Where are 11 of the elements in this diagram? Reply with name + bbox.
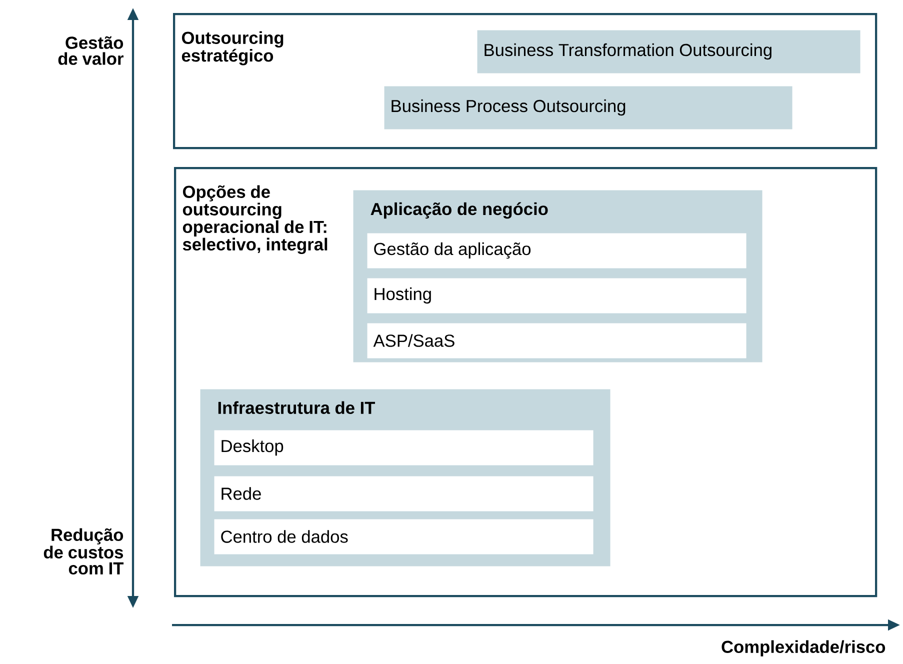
item-box: Rede [214, 476, 594, 512]
process-box: Business Process Outsourcing [384, 86, 792, 130]
item-box: Hosting [367, 278, 746, 314]
item-box: Gestão da aplicação [367, 233, 746, 268]
item-box: ASP/SaaS [367, 323, 746, 358]
process-box: Business Transformation Outsourcing [477, 30, 860, 74]
axis-label: Redução de custos com IT [44, 528, 124, 574]
axis-label: Gestão de valor [58, 36, 124, 65]
item-box: Centro de dados [214, 519, 594, 554]
item-box: Desktop [214, 430, 594, 466]
axis-label: Complexidade/risco [722, 640, 886, 656]
